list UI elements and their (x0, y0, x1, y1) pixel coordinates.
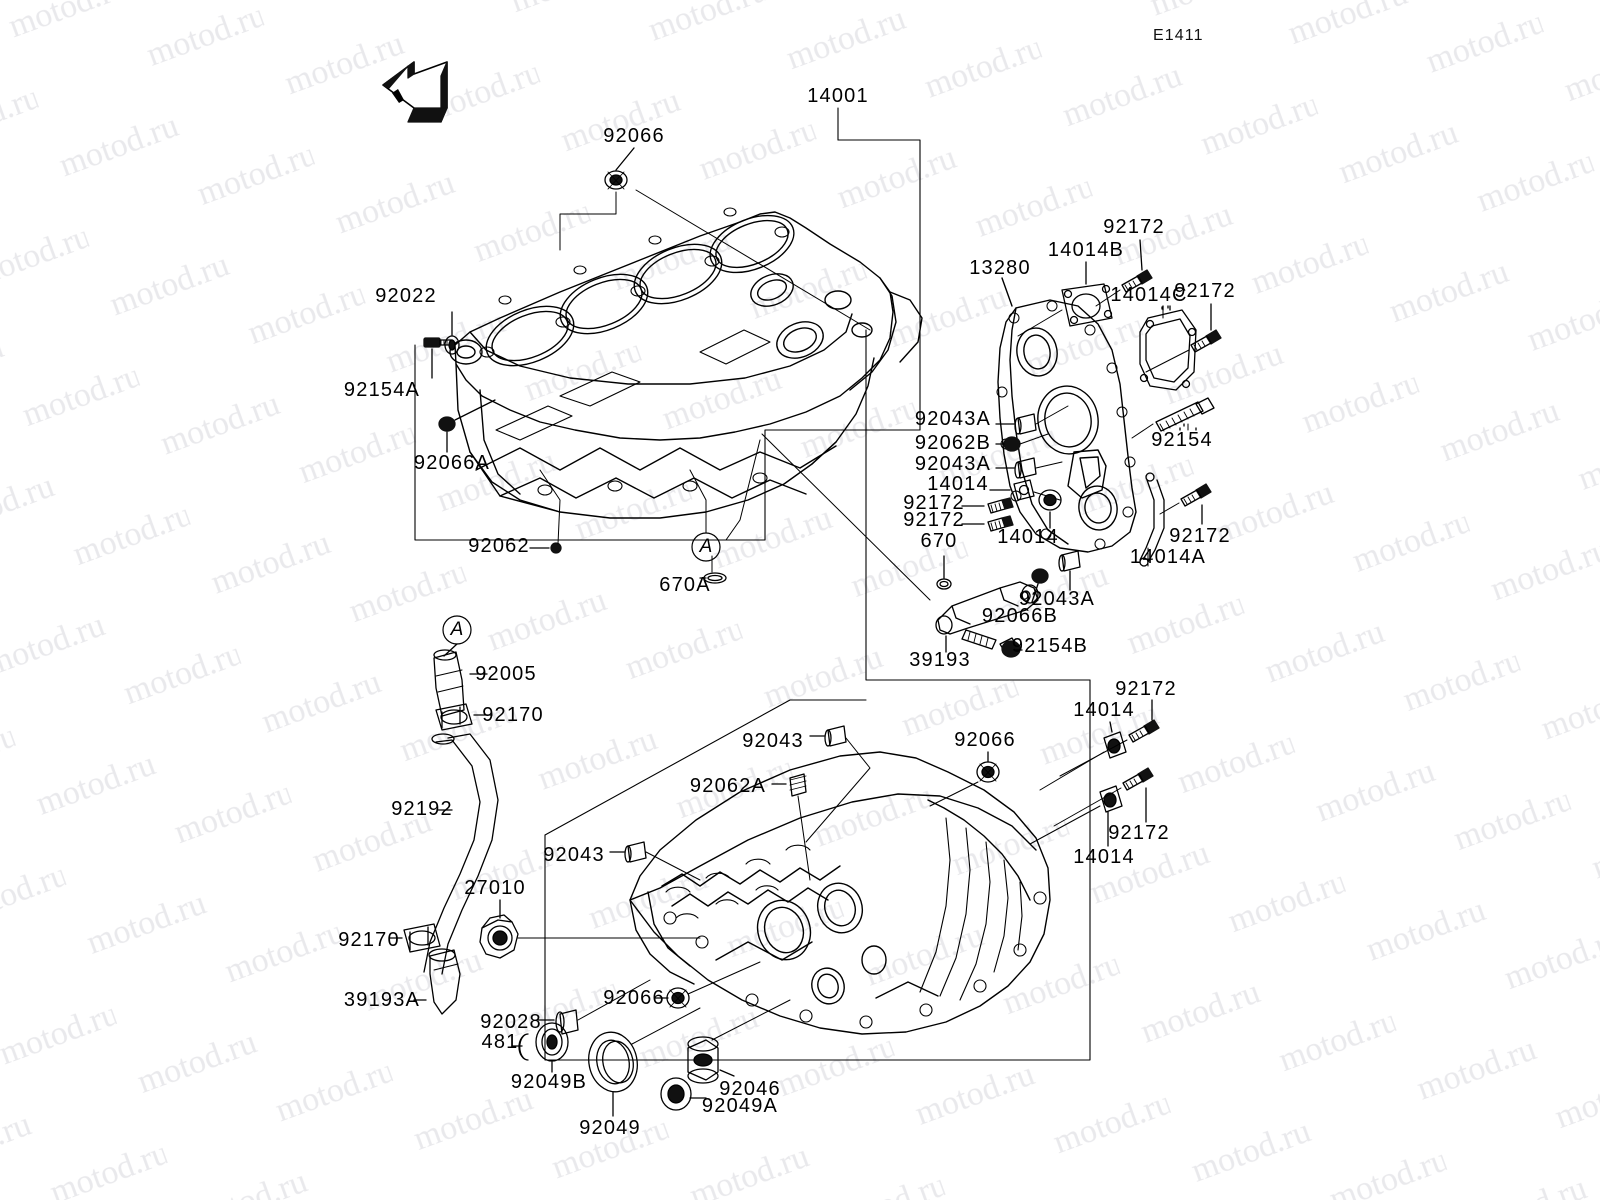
part-label-39193: 39193 (909, 649, 971, 671)
part-label-92062b: 92062B (914, 432, 992, 454)
part-label-92172: 92172 (1115, 678, 1177, 700)
part-label-27010: 27010 (464, 877, 526, 899)
part-label-92170: 92170 (338, 929, 400, 951)
part-label-92049b: 92049B (510, 1071, 588, 1093)
part-label-92049: 92049 (579, 1117, 641, 1139)
part-label-14014: 14014 (1073, 846, 1135, 868)
part-label-14014b: 14014B (1047, 239, 1125, 261)
part-label-92049a: 92049A (701, 1095, 779, 1117)
part-label-92172: 92172 (1169, 525, 1231, 547)
part-label-92154b: 92154B (1011, 635, 1089, 657)
part-label-670: 670 (920, 530, 958, 552)
part-label-92192: 92192 (391, 798, 453, 820)
part-label-92172: 92172 (1108, 822, 1170, 844)
part-label-92066: 92066 (954, 729, 1016, 751)
part-label-670a: 670A (659, 574, 711, 596)
reference-mark-label: A (450, 619, 464, 640)
part-label-14014a: 14014A (1129, 546, 1207, 568)
part-label-14014: 14014 (997, 526, 1059, 548)
part-label-92043a: 92043A (914, 453, 992, 475)
part-label-92154: 92154 (1151, 429, 1213, 451)
part-label-92154a: 92154A (343, 379, 421, 401)
part-label-92066: 92066 (603, 125, 665, 147)
part-label-92005: 92005 (475, 663, 537, 685)
part-label-92062a: 92062A (689, 775, 767, 797)
part-label-13280: 13280 (969, 257, 1031, 279)
part-label-92170: 92170 (482, 704, 544, 726)
part-label-92066: 92066 (603, 987, 665, 1009)
part-label-14001: 14001 (807, 85, 869, 107)
part-label-92066b: 92066B (981, 605, 1059, 627)
diagram-code: E1411 (1153, 27, 1204, 44)
part-label-92028: 92028 (480, 1011, 542, 1033)
part-label-14014: 14014 (1073, 699, 1135, 721)
part-label-92022: 92022 (375, 285, 437, 307)
part-label-481: 481 (481, 1031, 519, 1053)
part-label-92172: 92172 (903, 509, 965, 531)
part-label-39193a: 39193A (343, 989, 421, 1011)
reference-mark-label: A (699, 536, 713, 557)
part-label-92043: 92043 (543, 844, 605, 866)
part-label-92043: 92043 (742, 730, 804, 752)
part-label-92172: 92172 (1103, 216, 1165, 238)
part-label-92172: 92172 (1174, 280, 1236, 302)
part-label-92066a: 92066A (413, 452, 491, 474)
part-label-92043a: 92043A (914, 408, 992, 430)
part-label-14014: 14014 (927, 473, 989, 495)
part-label-92062: 92062 (468, 535, 530, 557)
